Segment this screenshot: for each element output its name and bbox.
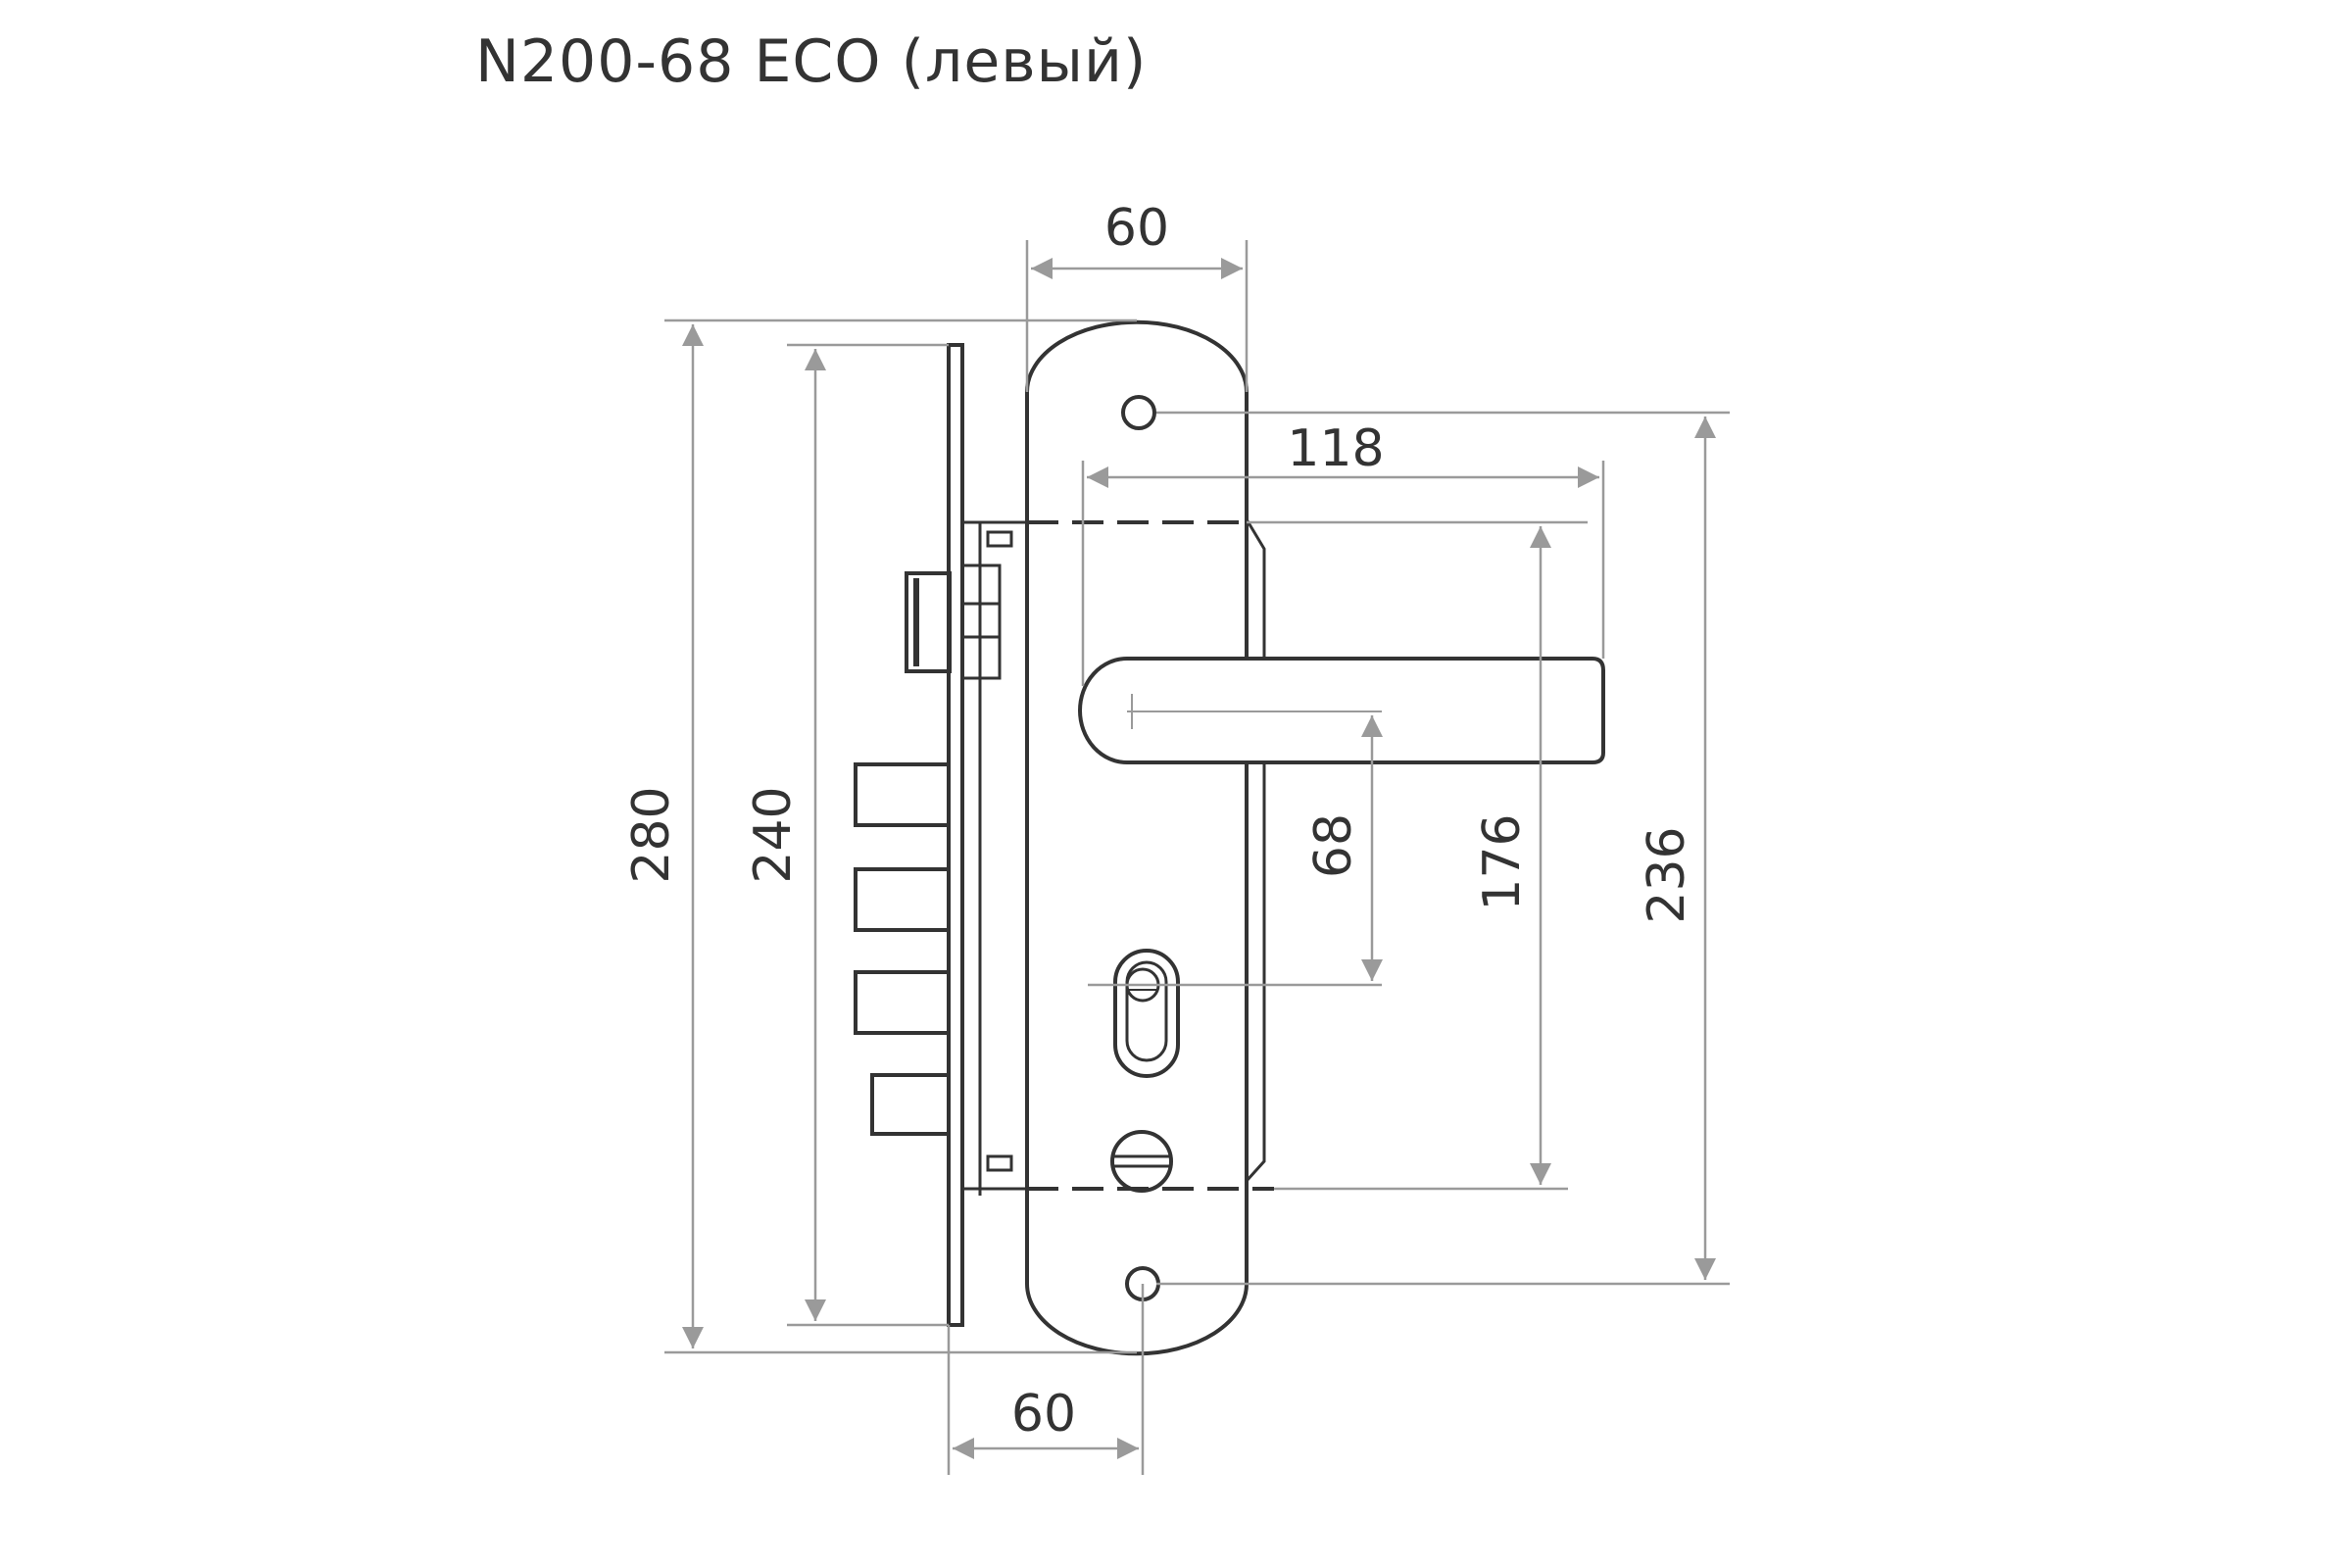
dim-lock-body-height: 240	[744, 786, 803, 883]
reference-lines	[1027, 520, 1382, 1191]
lock-body	[854, 343, 1027, 1327]
top-screw-hole	[1121, 395, 1156, 430]
dim-overall-height: 280	[622, 786, 681, 883]
dim-plate-width: 60	[1104, 199, 1169, 258]
dim-backset: 60	[1011, 1385, 1076, 1444]
faceplate	[947, 343, 964, 1327]
dim-handle-to-cylinder: 68	[1304, 813, 1363, 878]
dimension-lines	[664, 240, 1730, 1475]
latch-bolt	[905, 564, 1002, 680]
dim-latch-to-bolt: 176	[1473, 813, 1532, 910]
dim-screw-spacing: 236	[1638, 826, 1696, 923]
deadbolts	[854, 762, 951, 1136]
drawing-title: N200-68 ECO (левый)	[475, 27, 1148, 96]
dim-handle-length: 118	[1287, 419, 1384, 478]
